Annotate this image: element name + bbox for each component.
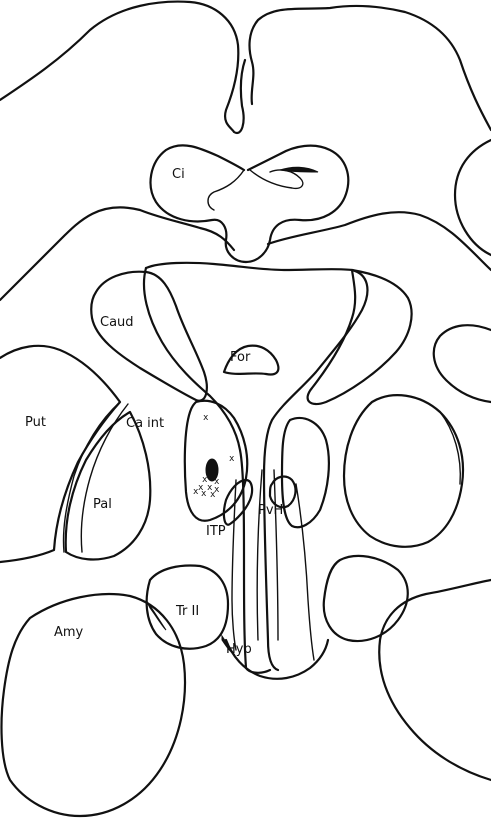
label-hyp: Hyp bbox=[226, 642, 252, 657]
left-cortex-outline bbox=[0, 2, 245, 133]
callosal-sulcus-left bbox=[208, 170, 244, 210]
right-temporal-upper-outline bbox=[324, 556, 408, 641]
right-temporal-lower-outline bbox=[379, 580, 491, 780]
right-edge-gyrus-outline bbox=[455, 140, 491, 255]
cingulate-gyrus-right-outline bbox=[246, 146, 348, 262]
caudate-nucleus-outline bbox=[91, 272, 207, 401]
label-for: For bbox=[230, 350, 251, 365]
itp-inner-outline bbox=[224, 480, 252, 525]
label-itp: ITP bbox=[206, 524, 226, 539]
internal-capsule-inner bbox=[81, 404, 128, 552]
thalamic-lesion-region-outline bbox=[185, 401, 247, 521]
right-caudate-outline bbox=[308, 270, 412, 404]
label-ca-int: Ca int bbox=[126, 416, 164, 431]
label-pal: Pal bbox=[93, 497, 112, 512]
pvh-region-outline bbox=[282, 418, 329, 527]
lesion-marker: x bbox=[229, 454, 235, 464]
amygdala-outline bbox=[2, 594, 185, 816]
putamen-outline bbox=[0, 346, 120, 562]
label-pvh: PvH bbox=[258, 503, 283, 518]
lesion-marker: x bbox=[193, 487, 199, 497]
third-ventricle-left bbox=[257, 470, 262, 640]
lesion-marker: x bbox=[210, 490, 216, 500]
right-lateral-outline bbox=[434, 325, 491, 402]
label-tr-ii: Tr II bbox=[175, 604, 199, 619]
right-putamen-outline bbox=[344, 395, 463, 547]
callosal-sulcus-right bbox=[250, 170, 303, 188]
ventricle-inner-right bbox=[296, 484, 314, 660]
label-caud: Caud bbox=[100, 315, 134, 330]
cingulate-gyrus-left-outline bbox=[151, 145, 246, 262]
third-ventricle-right bbox=[274, 470, 278, 640]
right-cortex-outline bbox=[250, 6, 491, 130]
lesion-marker: x bbox=[201, 489, 207, 499]
callosal-slit bbox=[280, 167, 318, 172]
label-amy: Amy bbox=[54, 625, 84, 640]
lesion-marker: x bbox=[203, 413, 209, 423]
label-put: Put bbox=[25, 415, 46, 430]
label-ci: Ci bbox=[172, 167, 185, 182]
